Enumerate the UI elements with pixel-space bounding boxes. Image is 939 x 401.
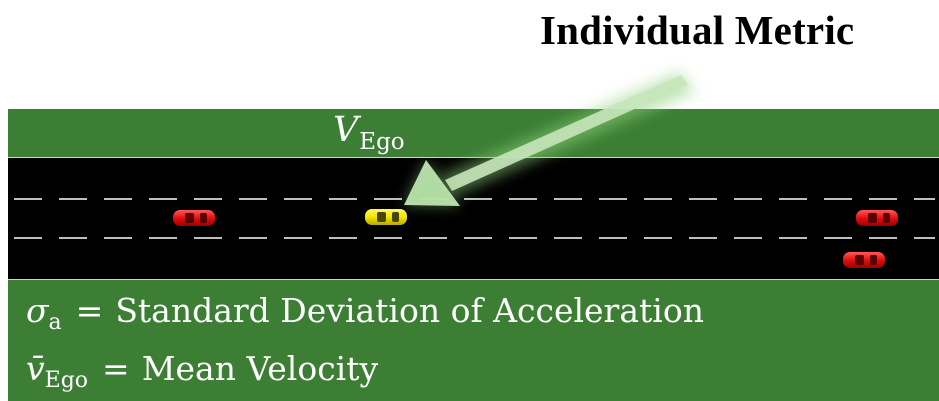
diagram-title: Individual Metric [540, 7, 855, 53]
legend-equals: = [75, 291, 104, 330]
pointer-arrow [404, 72, 695, 206]
legend-subscript: Ego [44, 368, 89, 393]
lane-markings [14, 198, 935, 239]
red-car-icon [843, 252, 885, 268]
yellow-car-icon [365, 209, 407, 225]
legend-symbol: v̄ [26, 349, 45, 388]
ego-velocity-label: VEgo [333, 113, 405, 154]
legend-mean-velocity: v̄Ego = Mean Velocity [26, 352, 378, 392]
legend-equals: = [102, 349, 130, 388]
red-car-icon [173, 210, 215, 226]
legend-text: Standard Deviation of Acceleration [115, 291, 704, 330]
top-grass-band [8, 109, 939, 157]
bottom-grass-band [8, 280, 939, 401]
red-car-icon [856, 210, 898, 226]
ego-velocity-subscript: Ego [359, 129, 405, 155]
legend-subscript: a [48, 310, 62, 335]
legend-text: Mean Velocity [141, 349, 379, 388]
ego-velocity-symbol: V [333, 110, 359, 150]
legend-symbol: σ [26, 291, 49, 330]
legend-acceleration-deviation: σa = Standard Deviation of Acceleration [26, 294, 704, 334]
